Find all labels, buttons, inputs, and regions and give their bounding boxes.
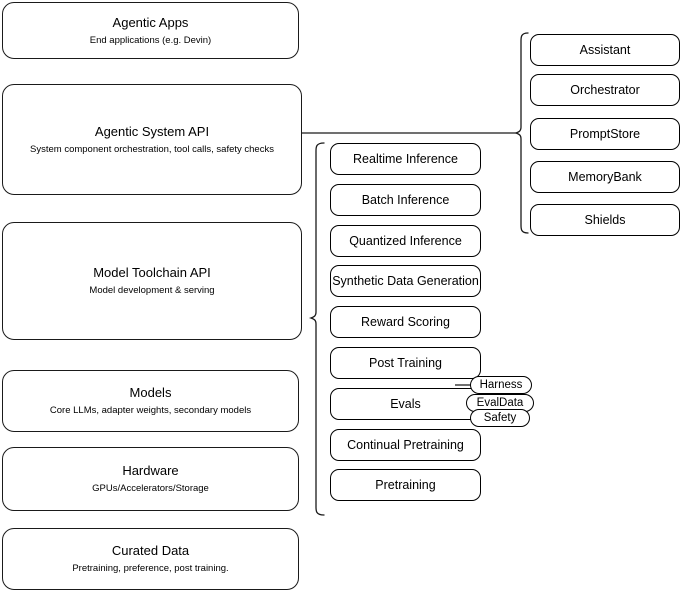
evals-badge-label: EvalData	[476, 396, 524, 409]
layer-agentic-system-api[interactable]: Agentic System API System component orch…	[2, 84, 302, 195]
evals-badge-label: Harness	[479, 378, 523, 391]
layer-models[interactable]: Models Core LLMs, adapter weights, secon…	[2, 370, 299, 432]
layer-curated-data[interactable]: Curated Data Pretraining, preference, po…	[2, 528, 299, 590]
layer-title: Agentic Apps	[112, 14, 189, 30]
layer-title: Agentic System API	[94, 123, 210, 139]
system-component-label: Orchestrator	[570, 82, 640, 97]
layer-title: Model Toolchain API	[93, 265, 211, 280]
toolchain-item-label: Synthetic Data Generation	[332, 273, 479, 288]
layer-subtitle: Pretraining, preference, post training.	[72, 563, 229, 574]
evals-badge-safety[interactable]: Safety	[470, 409, 530, 427]
evals-badge-harness[interactable]: Harness	[470, 376, 532, 394]
toolchain-item-label: Quantized Inference	[349, 233, 462, 248]
system-component-label: Assistant	[579, 42, 631, 57]
system-component-label: MemoryBank	[568, 169, 642, 184]
toolchain-item-reward-scoring[interactable]: Reward Scoring	[330, 306, 481, 338]
toolchain-item-batch-inference[interactable]: Batch Inference	[330, 184, 481, 216]
toolchain-item-label: Post Training	[369, 355, 442, 370]
toolchain-item-label: Reward Scoring	[361, 314, 450, 329]
system-component-orchestrator[interactable]: Orchestrator	[530, 74, 680, 106]
layer-subtitle: End applications (e.g. Devin)	[89, 34, 212, 46]
toolchain-item-pretraining[interactable]: Pretraining	[330, 469, 481, 501]
system-component-label: PromptStore	[569, 126, 641, 141]
toolchain-item-continual-pretraining[interactable]: Continual Pretraining	[330, 429, 481, 461]
toolchain-item-quantized-inference[interactable]: Quantized Inference	[330, 225, 481, 257]
layer-title: Curated Data	[111, 543, 190, 558]
layer-subtitle: System component orchestration, tool cal…	[30, 143, 274, 155]
toolchain-item-label: Batch Inference	[361, 192, 450, 207]
system-component-shields[interactable]: Shields	[530, 204, 680, 236]
layer-subtitle: Model development & serving	[89, 285, 215, 296]
toolchain-item-post-training[interactable]: Post Training	[330, 347, 481, 379]
system-component-assistant[interactable]: Assistant	[530, 34, 680, 66]
system-component-label: Shields	[584, 212, 626, 227]
brace-toolchain-items	[308, 142, 325, 516]
layer-subtitle: GPUs/Accelerators/Storage	[92, 483, 209, 494]
evals-badge-label: Safety	[483, 411, 517, 424]
layer-model-toolchain-api[interactable]: Model Toolchain API Model development & …	[2, 222, 302, 340]
layer-title: Models	[129, 385, 172, 400]
system-component-promptstore[interactable]: PromptStore	[530, 118, 680, 150]
toolchain-item-realtime-inference[interactable]: Realtime Inference	[330, 143, 481, 175]
layer-subtitle: Core LLMs, adapter weights, secondary mo…	[49, 405, 252, 416]
toolchain-item-label: Pretraining	[375, 477, 436, 492]
brace-system-components	[513, 32, 529, 234]
toolchain-item-synthetic-data-generation[interactable]: Synthetic Data Generation	[330, 265, 481, 297]
toolchain-item-evals[interactable]: Evals	[330, 388, 481, 420]
layer-agentic-apps[interactable]: Agentic Apps End applications (e.g. Devi…	[2, 2, 299, 59]
toolchain-item-label: Realtime Inference	[353, 151, 458, 166]
layer-title: Hardware	[122, 463, 179, 478]
system-component-memorybank[interactable]: MemoryBank	[530, 161, 680, 193]
layer-hardware[interactable]: Hardware GPUs/Accelerators/Storage	[2, 447, 299, 511]
toolchain-item-label: Continual Pretraining	[347, 437, 464, 452]
toolchain-item-label: Evals	[390, 396, 421, 411]
